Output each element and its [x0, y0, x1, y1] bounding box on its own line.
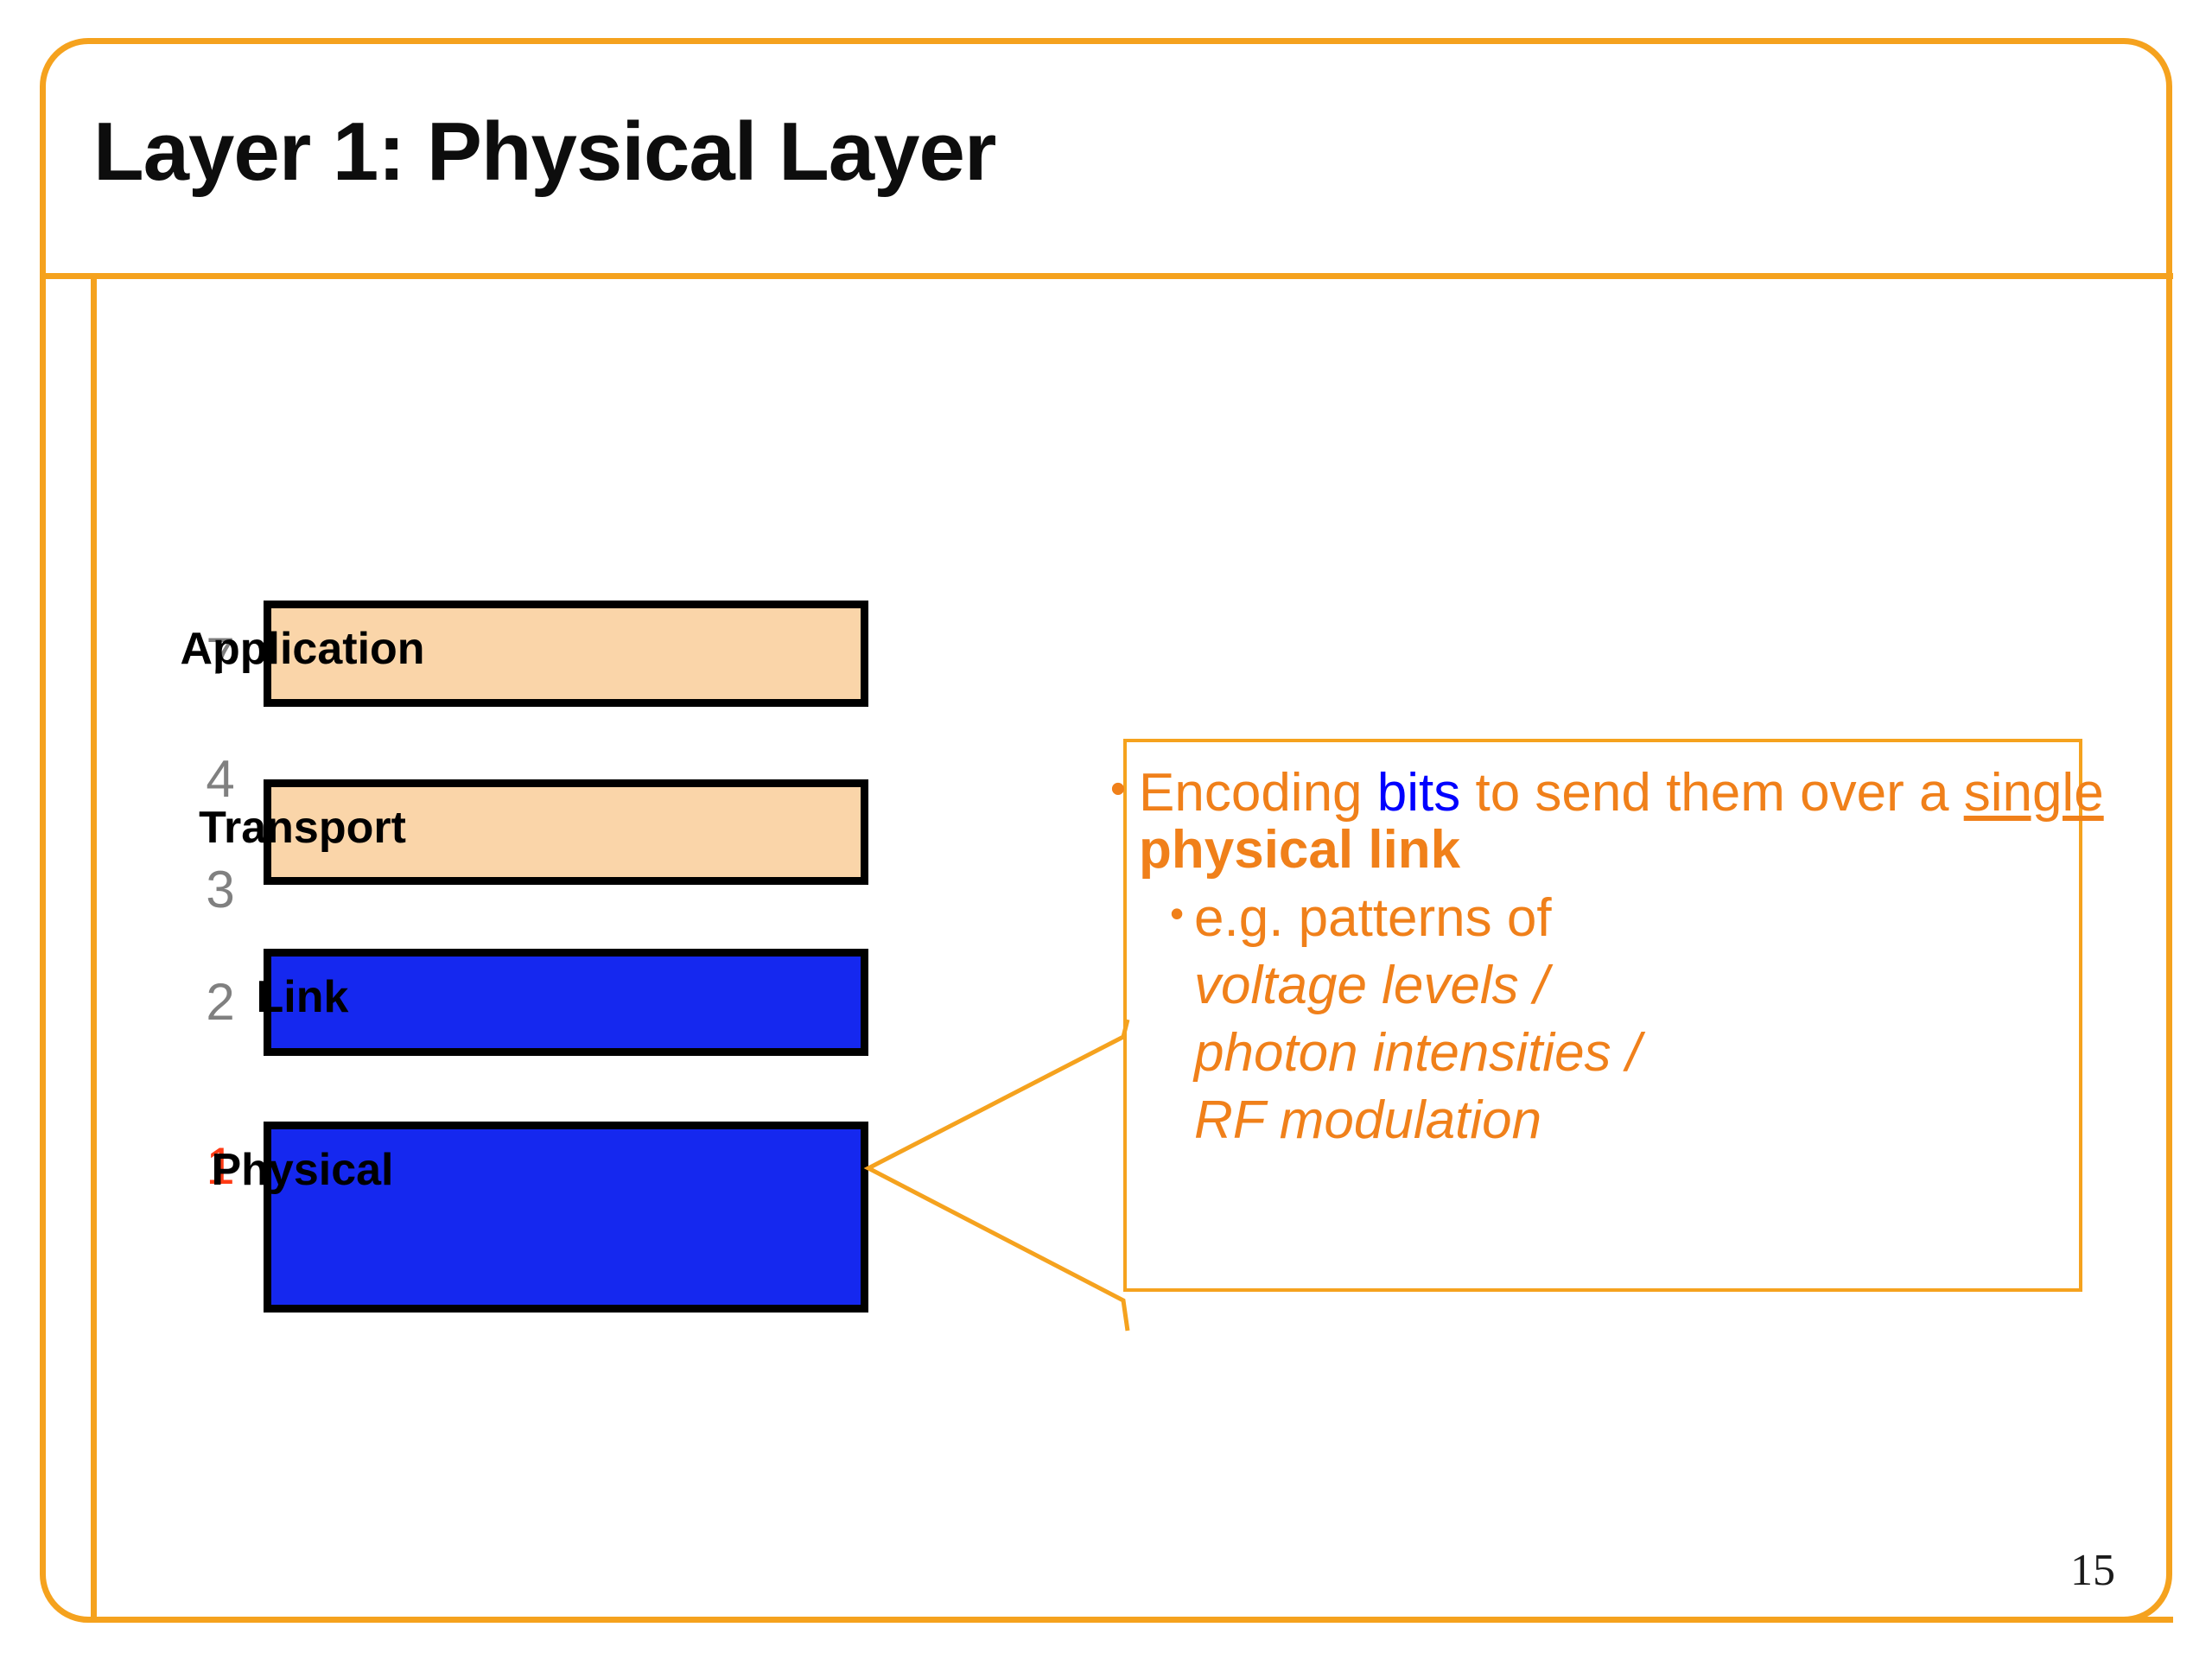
callout-highlight-bits: bits: [1376, 763, 1461, 823]
bottom-rail-line: [91, 1617, 2173, 1623]
layer-label-transport: Transport: [199, 803, 406, 853]
callout-sub-intro: e.g. patterns of: [1194, 888, 1552, 949]
layer-number-7: 7: [206, 627, 235, 685]
title-divider: [40, 273, 2173, 279]
callout-content: • Encoding bits to send them over a sing…: [1097, 764, 2126, 1148]
layer-number-1: 1: [206, 1137, 235, 1195]
layer-number-2: 2: [206, 973, 235, 1031]
page-title: Layer 1: Physical Layer: [93, 105, 996, 198]
bullet-dot-icon: •: [1109, 764, 1127, 814]
layer-box-link[interactable]: [264, 949, 868, 1056]
callout-pointer-tail: [863, 1019, 1130, 1332]
callout-sub-lines: e.g. patterns of voltage levels / photon…: [1194, 890, 2126, 1148]
layer-label-physical: Physical: [211, 1145, 394, 1195]
callout-example-voltage: voltage levels /: [1194, 956, 1549, 1016]
callout-underlined-single: single: [1963, 763, 2104, 823]
callout-example-rf: RF modulation: [1194, 1090, 1542, 1150]
callout-main-bullet: • Encoding bits to send them over a sing…: [1097, 764, 2126, 878]
layer-box-transport[interactable]: [264, 779, 868, 885]
callout-sub-bullet: • e.g. patterns of voltage levels / phot…: [1097, 890, 2126, 1148]
layer-box-application[interactable]: [264, 601, 868, 707]
callout-text-part2: to send them over a: [1460, 763, 1964, 823]
callout-bold-physical-link: physical link: [1139, 819, 1461, 880]
layer-number-4: 4: [206, 750, 235, 808]
left-rail-line: [91, 273, 97, 1623]
layer-box-physical[interactable]: [264, 1122, 868, 1313]
callout-example-photon: photon intensities /: [1194, 1022, 1642, 1083]
sub-bullet-dot-icon: •: [1169, 891, 1185, 937]
layer-label-application: Application: [180, 624, 425, 674]
callout-main-text: Encoding bits to send them over a single…: [1139, 765, 2126, 878]
layer-label-link: Link: [256, 972, 349, 1022]
layer-number-3: 3: [206, 861, 235, 918]
page-number: 15: [2070, 1546, 2115, 1595]
callout-box: [1123, 739, 2082, 1292]
callout-text-part1: Encoding: [1139, 763, 1377, 823]
